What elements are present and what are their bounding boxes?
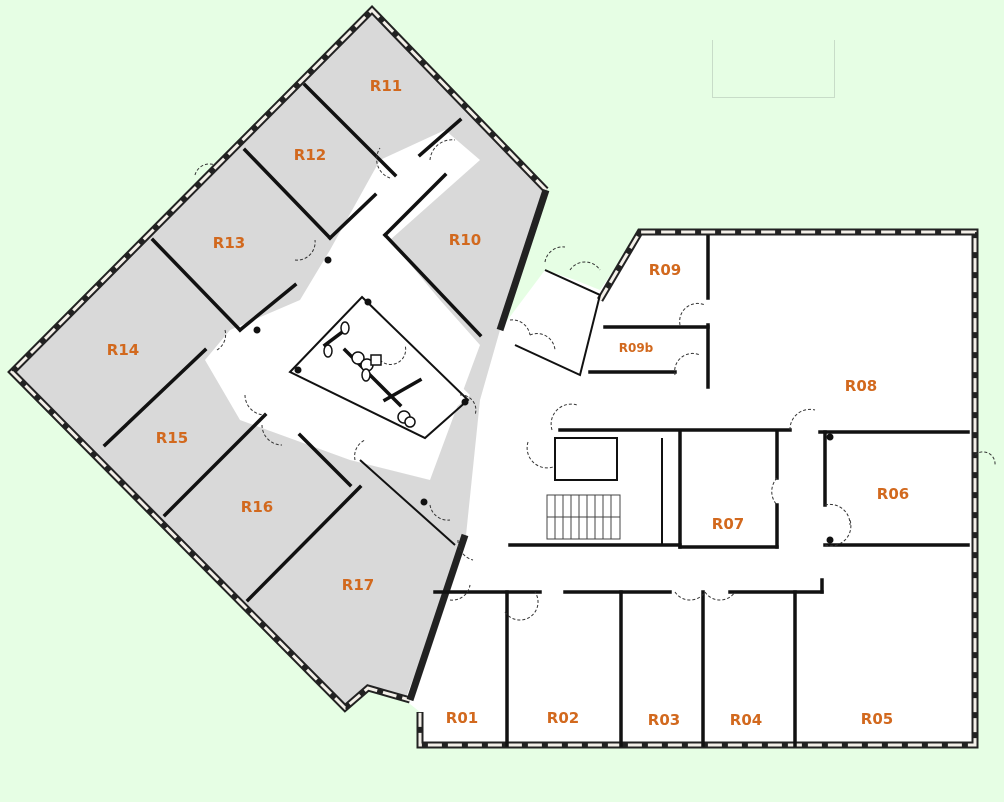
room-label-r06[interactable]: R06 xyxy=(876,485,910,503)
room-label-r17[interactable]: R17 xyxy=(341,576,375,594)
room-label-r03[interactable]: R03 xyxy=(647,711,681,729)
room-label-r07[interactable]: R07 xyxy=(711,515,745,533)
room-label-r15[interactable]: R15 xyxy=(155,429,189,447)
room-label-r16[interactable]: R16 xyxy=(240,498,274,516)
room-label-r12[interactable]: R12 xyxy=(293,146,327,164)
room-label-r09[interactable]: R09 xyxy=(648,261,682,279)
room-label-r10[interactable]: R10 xyxy=(448,231,482,249)
room-label-r05[interactable]: R05 xyxy=(860,710,894,728)
room-label-r02[interactable]: R02 xyxy=(546,709,580,727)
room-label-r01[interactable]: R01 xyxy=(445,709,479,727)
legend-box xyxy=(712,40,835,98)
door-swings xyxy=(194,139,996,621)
staircase xyxy=(546,494,621,540)
room-label-r11[interactable]: R11 xyxy=(369,77,403,95)
room-label-r09b[interactable]: R09b xyxy=(618,341,654,355)
restroom-fixtures xyxy=(323,321,416,428)
room-label-r13[interactable]: R13 xyxy=(212,234,246,252)
room-label-r14[interactable]: R14 xyxy=(106,341,140,359)
room-label-r08[interactable]: R08 xyxy=(844,377,878,395)
room-label-r04[interactable]: R04 xyxy=(729,711,763,729)
